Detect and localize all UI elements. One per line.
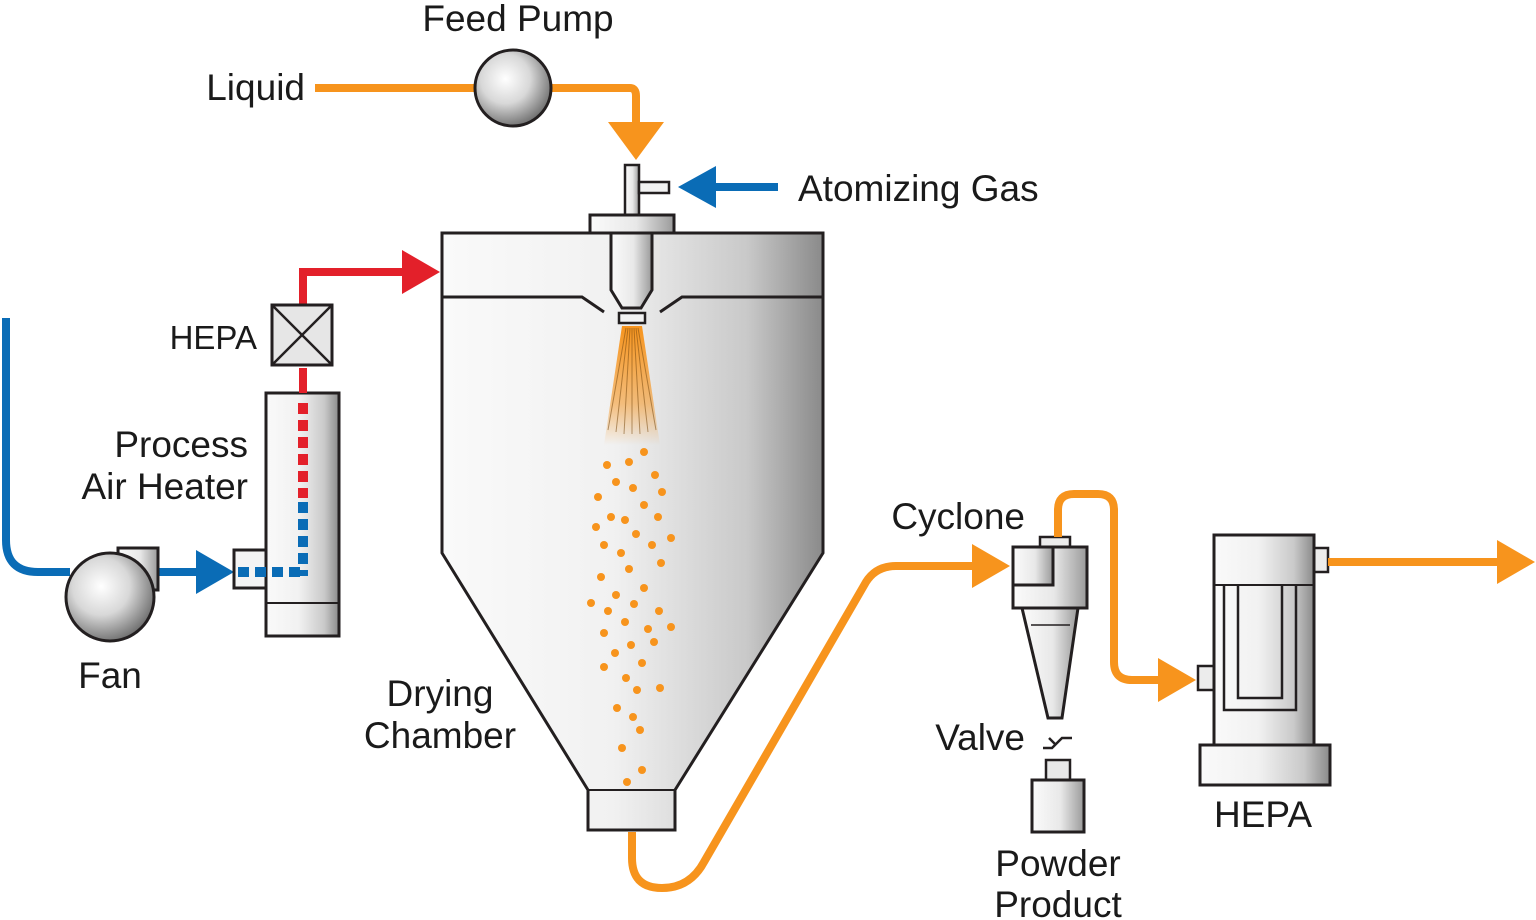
- spray-cone: [604, 326, 660, 445]
- droplet: [613, 704, 621, 712]
- powder-product-container: [1030, 758, 1086, 834]
- cyclone-label: Cyclone: [891, 496, 1025, 537]
- atomizing-gas-label: Atomizing Gas: [798, 168, 1039, 209]
- cyclone-inlet-arrow: [972, 544, 1010, 588]
- droplet: [621, 618, 629, 626]
- exhaust-line: [1328, 540, 1535, 584]
- atomizing-gas-line: [678, 166, 778, 208]
- droplet: [607, 513, 615, 521]
- droplet: [629, 484, 637, 492]
- droplet: [633, 686, 641, 694]
- droplet: [600, 629, 608, 637]
- droplet: [654, 513, 662, 521]
- droplet: [625, 458, 633, 466]
- droplet: [636, 726, 644, 734]
- process-air-heater: [232, 391, 341, 638]
- hot-air-arrow: [402, 250, 440, 294]
- chamber-to-cyclone-line: [628, 544, 1010, 893]
- droplet: [638, 766, 646, 774]
- process-air-heater-label-line1: Process: [114, 424, 248, 465]
- fan-to-heater-arrow: [196, 550, 234, 594]
- valve: [1043, 736, 1072, 750]
- droplet: [594, 493, 602, 501]
- drying-chamber-label-line1: Drying: [387, 673, 494, 714]
- droplet: [600, 541, 608, 549]
- droplet: [658, 488, 666, 496]
- droplet: [667, 623, 675, 631]
- hepa-filter-outlet: [1196, 533, 1332, 787]
- droplet: [625, 565, 633, 573]
- cyclone-to-hepa-line: [1054, 490, 1196, 702]
- powder-product-label-line2: Product: [994, 884, 1122, 920]
- cyclone: [1011, 535, 1089, 720]
- droplet: [587, 599, 595, 607]
- droplet: [604, 607, 612, 615]
- droplet: [600, 663, 608, 671]
- droplet: [656, 684, 664, 692]
- droplet: [632, 530, 640, 538]
- droplet: [630, 600, 638, 608]
- droplet: [627, 641, 635, 649]
- droplet: [611, 649, 619, 657]
- valve-label: Valve: [935, 717, 1025, 758]
- feed-pump: [473, 48, 553, 128]
- droplet: [651, 471, 659, 479]
- droplet: [638, 659, 646, 667]
- droplet: [618, 744, 626, 752]
- liquid-feed-line: [315, 84, 664, 160]
- process-air-heater-label-line2: Air Heater: [81, 466, 248, 507]
- droplet: [592, 523, 600, 531]
- exhaust-arrow: [1497, 540, 1535, 584]
- droplet: [597, 573, 605, 581]
- droplet: [667, 534, 675, 542]
- feed-pump-label: Feed Pump: [422, 0, 613, 39]
- hepa-outlet-label: HEPA: [1214, 794, 1312, 835]
- droplet: [650, 638, 658, 646]
- atomizer-nozzle: [588, 163, 676, 325]
- hepa-filter-inlet: [270, 303, 334, 367]
- droplet: [648, 541, 656, 549]
- liquid-arrow: [608, 122, 664, 160]
- fan: [64, 546, 160, 643]
- droplet: [621, 516, 629, 524]
- droplet: [617, 549, 625, 557]
- droplet: [623, 778, 631, 786]
- powder-droplets: [587, 448, 675, 786]
- hepa-inlet-label: HEPA: [170, 319, 257, 356]
- droplet: [644, 625, 652, 633]
- droplet: [640, 501, 648, 509]
- droplet: [612, 591, 620, 599]
- atomizing-gas-arrow: [678, 166, 716, 208]
- droplet: [640, 448, 648, 456]
- drying-chamber-label-line2: Chamber: [364, 715, 516, 756]
- hot-air-line: [299, 250, 440, 393]
- liquid-label: Liquid: [206, 67, 305, 108]
- droplet: [622, 674, 630, 682]
- droplet: [603, 461, 611, 469]
- droplet: [629, 713, 637, 721]
- droplet: [657, 559, 665, 567]
- hepa-inlet-arrow: [1158, 658, 1196, 702]
- droplet: [640, 584, 648, 592]
- powder-product-label-line1: Powder: [995, 843, 1120, 884]
- droplet: [655, 607, 663, 615]
- fan-label: Fan: [78, 655, 142, 696]
- droplet: [612, 478, 620, 486]
- drying-chamber: [440, 231, 825, 832]
